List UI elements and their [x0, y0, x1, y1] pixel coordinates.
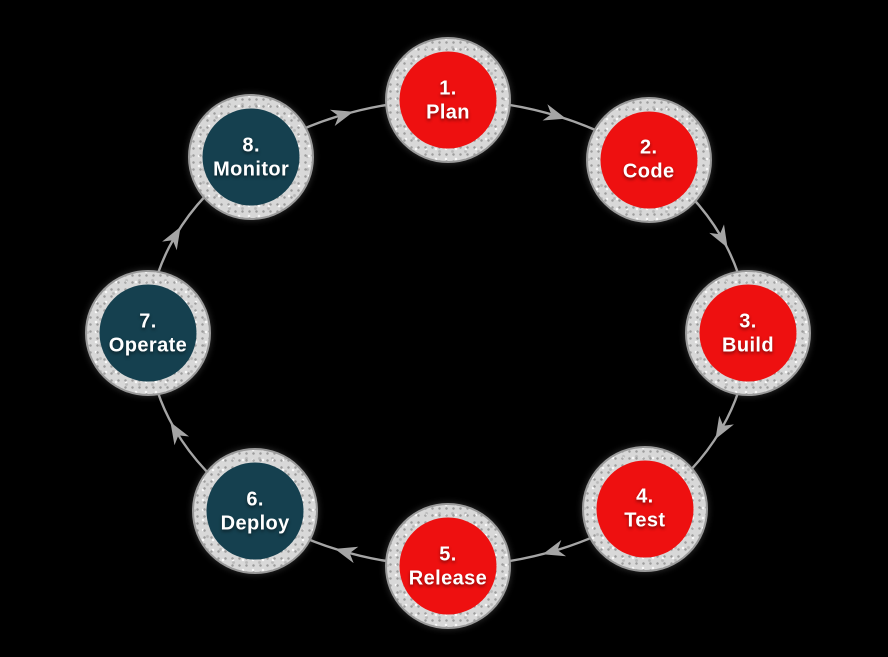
stage-node-release: 5. Release: [385, 503, 511, 629]
stage-label: Test: [624, 509, 666, 532]
flow-arrowhead-release-to-deploy: [334, 546, 359, 564]
flow-arrowhead-test-to-release: [542, 539, 567, 557]
stage-number: 7.: [139, 310, 157, 332]
stage-disc: 7. Operate: [99, 284, 197, 382]
stage-number: 4.: [636, 485, 654, 508]
stage-disc: 5. Release: [399, 517, 497, 615]
stage-disc: 4. Test: [596, 460, 694, 558]
stage-label: Monitor: [213, 158, 290, 181]
stage-node-test: 4. Test: [581, 445, 708, 572]
stage-number: 1.: [439, 77, 457, 99]
stage-number: 6.: [246, 488, 264, 511]
stage-node-monitor: 8. Monitor: [188, 94, 315, 221]
stage-number: 5.: [439, 543, 457, 565]
flow-arrowhead-plan-to-code: [542, 104, 567, 121]
stage-disc: 2. Code: [600, 111, 698, 209]
flow-arrowhead-code-to-build: [709, 224, 728, 248]
stage-number: 2.: [639, 136, 658, 159]
flow-arrowhead-deploy-to-operate: [170, 422, 190, 446]
stage-disc: 6. Deploy: [206, 462, 304, 560]
stage-node-deploy: 6. Deploy: [192, 448, 319, 575]
stage-label: Build: [722, 334, 774, 356]
stage-label: Deploy: [220, 512, 290, 535]
stage-label: Release: [408, 567, 488, 589]
stage-number: 3.: [739, 310, 757, 332]
stage-node-plan: 1. Plan: [385, 37, 511, 163]
flow-arrowhead-build-to-test: [715, 415, 734, 440]
stage-number: 8.: [242, 134, 260, 157]
stage-disc: 8. Monitor: [202, 108, 300, 206]
stage-label: Operate: [108, 334, 188, 356]
flow-arrowhead-monitor-to-plan: [329, 109, 354, 127]
stage-disc: 3. Build: [699, 284, 797, 382]
stage-node-build: 3. Build: [685, 270, 811, 396]
stage-disc: 1. Plan: [399, 51, 497, 149]
flow-arrowhead-operate-to-monitor: [162, 226, 181, 251]
stage-node-code: 2. Code: [585, 96, 712, 223]
stage-label: Plan: [426, 101, 470, 123]
stage-label: Code: [622, 160, 675, 183]
stage-node-operate: 7. Operate: [85, 270, 211, 396]
